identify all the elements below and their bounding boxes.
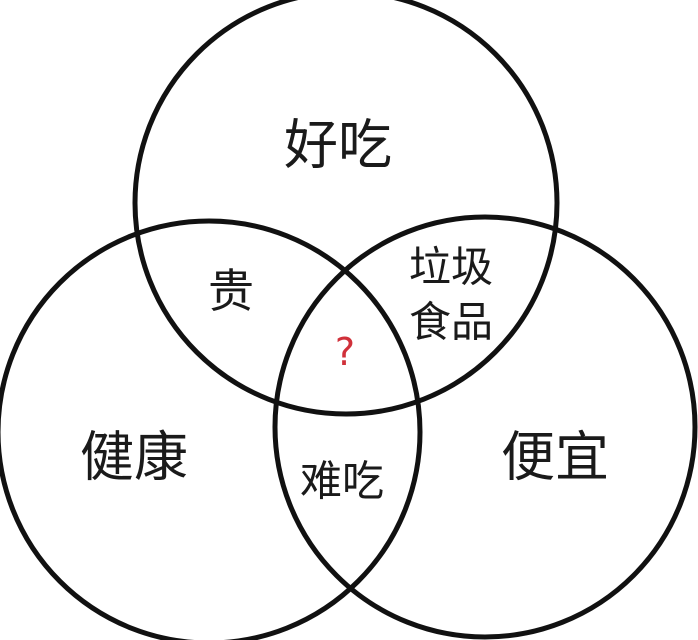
intersection-label-left-right: 难吃 — [300, 457, 384, 506]
intersection-label-top-right-line2: 食品 — [409, 298, 493, 347]
set-label-left: 健康 — [80, 426, 188, 489]
intersection-label-center: ? — [335, 330, 355, 374]
circle-top-tasty — [132, 0, 560, 417]
intersection-label-top-left: 贵 — [208, 264, 254, 318]
circle-right-cheap — [272, 214, 698, 640]
set-label-top: 好吃 — [284, 114, 392, 177]
set-label-right: 便宜 — [501, 426, 609, 489]
circle-left-healthy — [0, 218, 423, 640]
intersection-label-top-right-line1: 垃圾 — [409, 243, 493, 292]
